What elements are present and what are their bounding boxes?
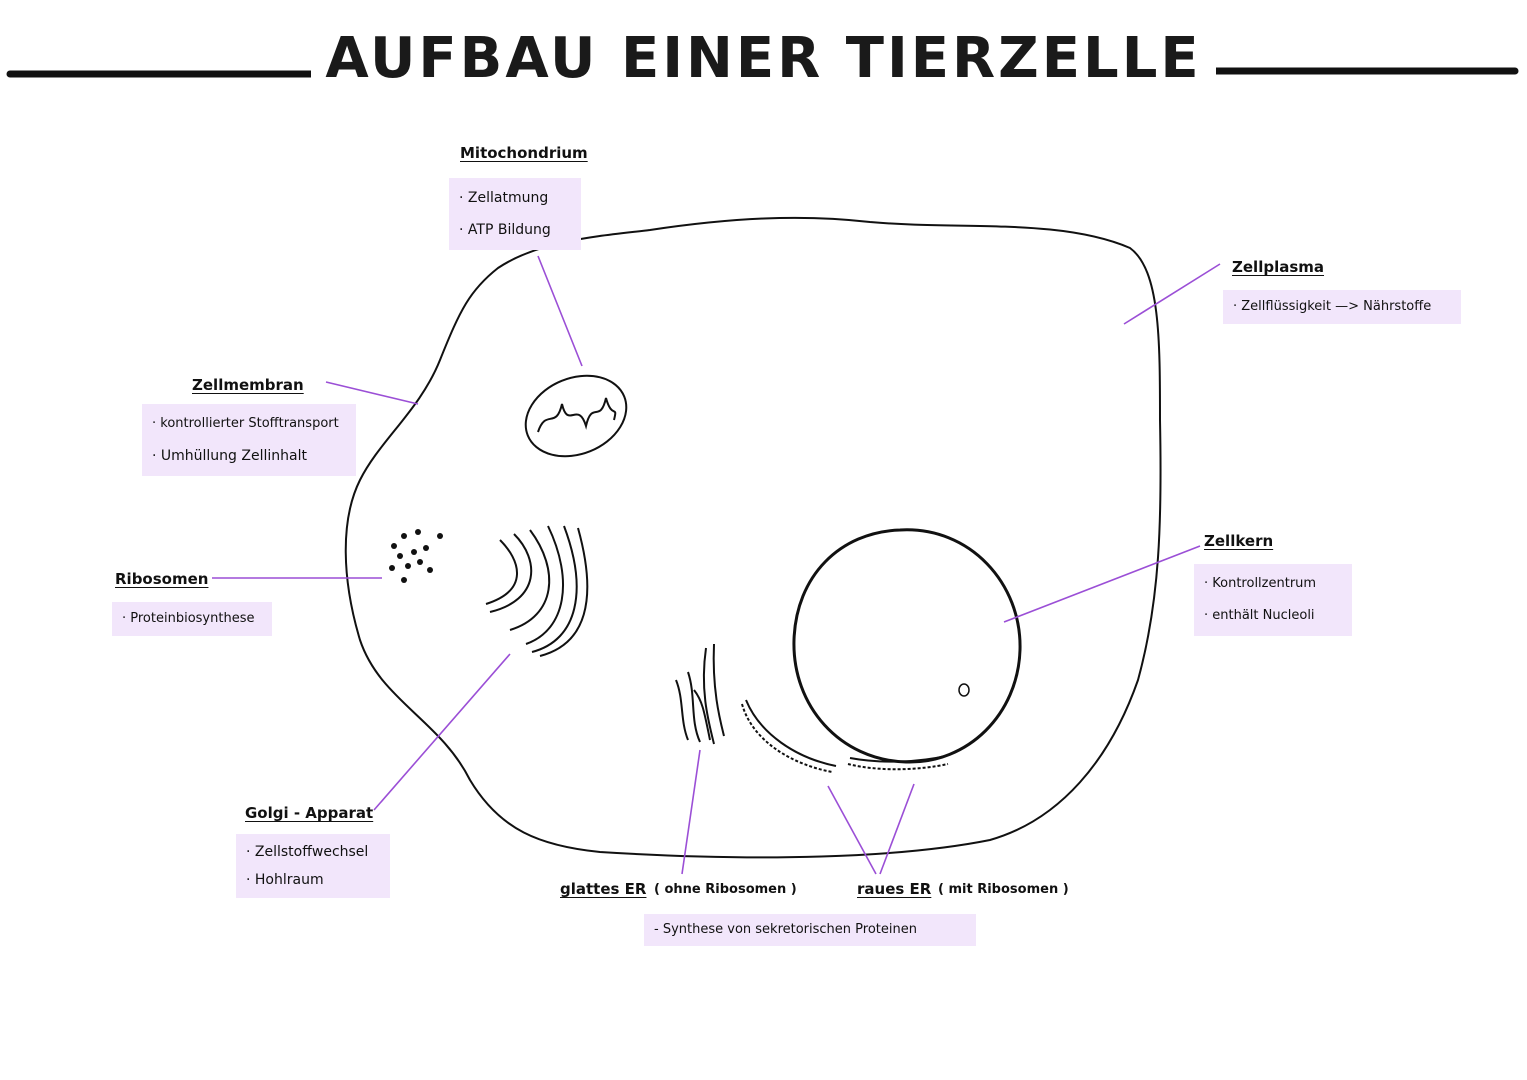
item-zellstoffwechsel: · Zellstoffwechsel — [246, 844, 369, 860]
item-umhuellung: · Umhüllung Zellinhalt — [152, 448, 307, 464]
box-er: - Synthese von sekretorischen Proteinen — [644, 914, 976, 946]
connector-lines — [212, 255, 1221, 875]
note-raues-er: ( mit Ribosomen ) — [938, 882, 1069, 897]
box-zellplasma: · Zellflüssigkeit —> Nährstoffe — [1223, 290, 1461, 324]
item-synthese: - Synthese von sekretorischen Proteinen — [654, 922, 917, 937]
golgi-apparatus-icon — [485, 525, 589, 657]
connector-raues-er-2 — [879, 783, 915, 875]
item-zellatmung: · Zellatmung — [459, 190, 549, 206]
item-zellfluessigkeit: · Zellflüssigkeit —> Nährstoffe — [1233, 299, 1432, 314]
item-hohlraum: · Hohlraum — [246, 872, 324, 888]
mitochondrion-icon — [524, 374, 628, 458]
box-zellmembran: · kontrollierter Stofftransport · Umhüll… — [142, 404, 356, 476]
connector-mitochondrium — [537, 255, 583, 367]
label-zellkern: Zellkern — [1204, 532, 1274, 550]
page-title: AUFBAU EINER TIERZELLE — [0, 26, 1527, 91]
label-mitochondrium: Mitochondrium — [460, 144, 588, 162]
label-zellmembran: Zellmembran — [192, 376, 304, 394]
item-proteinbiosynthese: · Proteinbiosynthese — [122, 611, 255, 626]
item-atp-bildung: · ATP Bildung — [459, 222, 551, 238]
connector-zellplasma — [1123, 263, 1221, 325]
label-golgi: Golgi - Apparat — [245, 804, 374, 822]
label-zellplasma: Zellplasma — [1232, 258, 1325, 276]
label-glattes-er: glattes ER — [560, 880, 647, 898]
connector-glattes-er — [681, 749, 701, 875]
cell-membrane-outline — [344, 216, 1162, 859]
label-raues-er: raues ER — [857, 880, 932, 898]
item-nucleoli: · enthält Nucleoli — [1204, 608, 1315, 623]
box-ribosomen: · Proteinbiosynthese — [112, 602, 272, 636]
box-mitochondrium: · Zellatmung · ATP Bildung — [449, 178, 581, 250]
label-ribosomen: Ribosomen — [115, 570, 209, 588]
connector-zellmembran — [325, 381, 419, 405]
nucleus-icon — [792, 528, 1022, 764]
connector-zellkern — [1003, 545, 1201, 623]
item-kontrollzentrum: · Kontrollzentrum — [1204, 576, 1317, 591]
box-golgi: · Zellstoffwechsel · Hohlraum — [236, 834, 390, 898]
smooth-er-icon — [675, 643, 725, 745]
box-zellkern: · Kontrollzentrum · enthält Nucleoli — [1194, 564, 1352, 636]
note-glattes-er: ( ohne Ribosomen ) — [654, 882, 797, 897]
connector-raues-er-1 — [827, 785, 877, 875]
item-stofftransport: · kontrollierter Stofftransport — [152, 416, 339, 431]
connector-golgi — [373, 653, 511, 811]
ribosomes-icon — [389, 529, 443, 583]
